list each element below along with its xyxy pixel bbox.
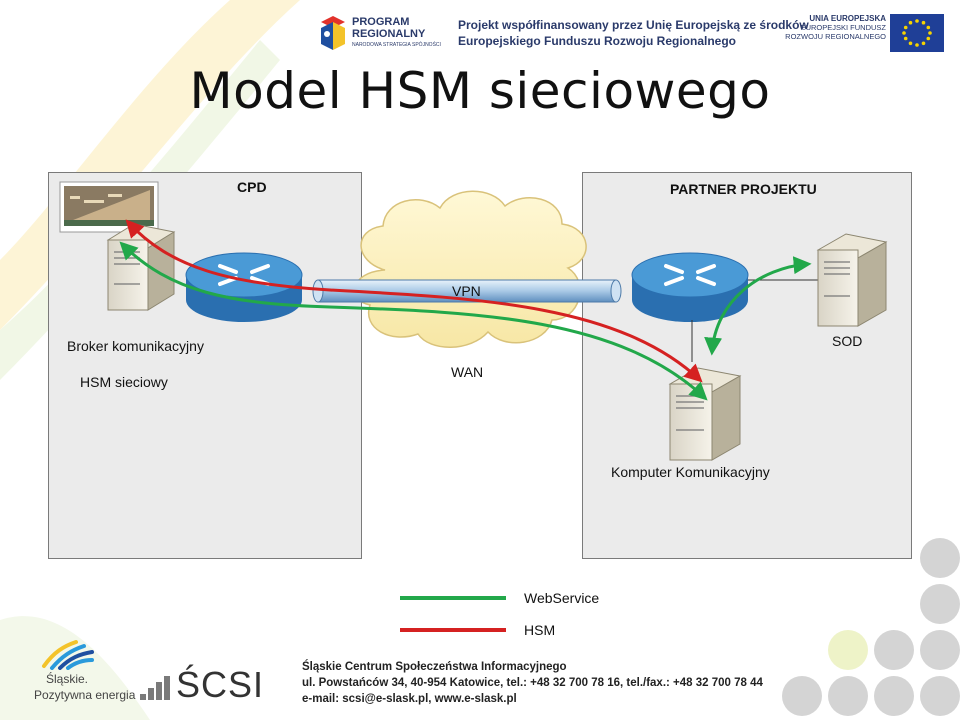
eu-line3: ROZWOJU REGIONALNEGO [785,32,886,41]
broker-label: Broker komunikacyjny [67,338,204,354]
slaskie-line2: Pozytywna energia [34,688,136,702]
slaskie-line1: Śląskie. [46,672,89,686]
footer-address-line2: ul. Powstańców 34, 40-954 Katowice, tel.… [302,677,763,689]
hsm-sieciowy-label: HSM sieciowy [80,374,168,390]
partner-router-icon [631,252,749,322]
partner-title: PARTNER PROJEKTU [670,181,817,197]
scsi-logo-icon [140,676,170,700]
webservice-flow-sod [704,256,812,356]
eu-flag-icon [890,14,944,52]
footer-address-line3: e-mail: scsi@e-slask.pl, www.e-slask.pl [302,693,517,705]
program-line3: NARODOWA STRATEGIA SPÓJNOŚCI [352,42,441,48]
program-line1: PROGRAM [352,16,410,28]
eu-line1: UNIA EUROPEJSKA [809,14,886,23]
footer-address-line1: Śląskie Centrum Społeczeństwa Informacyj… [302,661,567,673]
komputer-label: Komputer Komunikacyjny [611,464,770,480]
program-regionalny-icon [318,14,348,54]
komputer-server-icon [668,367,742,461]
legend-webservice-label: WebService [524,590,600,606]
legend-swatches [400,596,506,632]
sod-label: SOD [832,333,863,349]
webservice-flow-line [119,241,708,401]
broker-server-icon [106,223,176,311]
decorative-circles [782,538,960,716]
cpd-title: CPD [237,179,267,195]
legend-hsm-label: HSM [524,622,556,638]
project-line1: Projekt współfinansowany przez Unię Euro… [458,18,809,32]
slaskie-logo-icon [42,640,94,670]
sod-server-icon [816,233,888,327]
wan-cloud [353,190,587,348]
program-line2: REGIONALNY [352,28,426,40]
project-line2: Europejskiego Funduszu Rozwoju Regionaln… [458,34,737,48]
eu-text-block: UNIA EUROPEJSKA EUROPEJSKI FUNDUSZ ROZWO… [780,14,886,41]
vpn-label: VPN [452,283,481,299]
program-regionalny-logo: PROGRAM REGIONALNY NARODOWA STRATEGIA SP… [318,12,458,56]
hsm-card-icon [59,181,159,233]
wan-label: WAN [451,364,484,380]
page-title: Model HSM sieciowego [189,62,771,120]
scsi-logo-text: ŚCSI [176,664,265,705]
eu-line2: EUROPEJSKI FUNDUSZ [800,23,886,32]
